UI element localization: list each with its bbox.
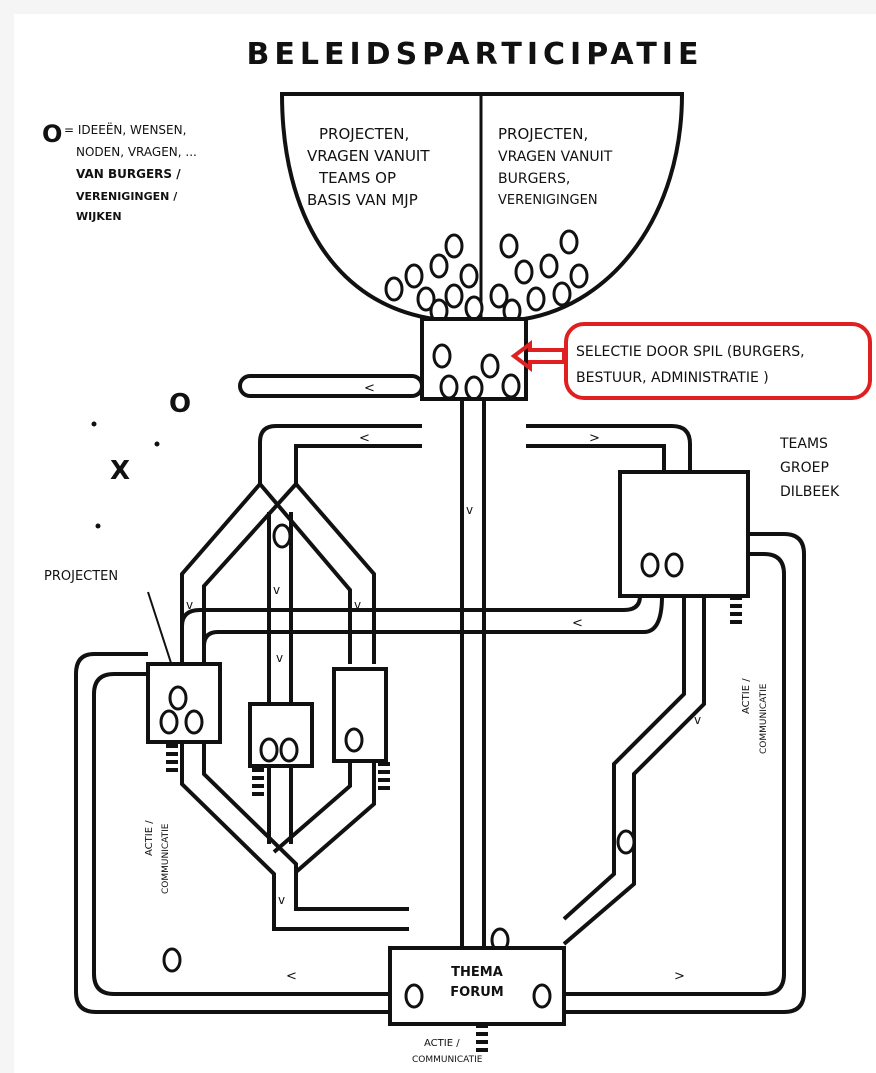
branch-arrow: <: [359, 431, 370, 446]
idea-egg-icon: [184, 709, 204, 735]
teams-label-line-3: DILBEEK: [780, 484, 840, 500]
funnel-right-text: PROJECTEN, VRAGEN VANUIT BURGERS, VERENI…: [498, 125, 613, 208]
idea-egg-icon: [432, 343, 452, 369]
idea-egg-icon: [439, 374, 459, 400]
funnel-right-line-4: VERENIGINGEN: [498, 193, 598, 208]
branch-pipes: [180, 424, 692, 931]
idea-egg-icon: [404, 263, 424, 289]
idea-egg-icon: [272, 523, 292, 549]
forum-actie-label-1: ACTIE /: [424, 1038, 460, 1049]
idea-egg-icon: [501, 373, 521, 399]
projects-actie-dashes: [166, 744, 390, 796]
funnel-left-line-3: TEAMS OP: [318, 169, 396, 187]
idea-egg-icon: [444, 233, 464, 259]
selection-note-frame: [564, 322, 872, 400]
thema-forum-line-2: FORUM: [450, 985, 503, 1000]
idea-egg-icon: [259, 737, 279, 763]
diagram-title: BELEIDSPARTICIPATIE: [247, 37, 704, 72]
idea-egg-icon: [569, 263, 589, 289]
idea-egg-icon: [532, 983, 552, 1009]
funnel-left-line-1: PROJECTEN,: [319, 125, 409, 143]
idea-egg-icon: [459, 263, 479, 289]
teams-label-line-1: TEAMS: [779, 436, 828, 452]
discard-arrow: <: [364, 381, 375, 396]
legend-line-3: VAN BURGERS /: [76, 167, 181, 181]
idea-egg-icon: [464, 375, 484, 401]
idea-egg-icon: [162, 947, 182, 973]
branch-arrow: v: [276, 651, 283, 665]
teams-actie-label-1: ACTIE /: [741, 678, 752, 714]
stray-dot: [91, 421, 97, 427]
projects-actie-label-2: COMMUNICATIE: [161, 823, 171, 894]
thema-forum-line-1: THEMA: [451, 965, 503, 980]
outer-loop-right: [562, 532, 806, 1014]
funnel-right-line-2: VRAGEN VANUIT: [498, 149, 613, 165]
central-pipe: [460, 397, 486, 961]
idea-egg-icon: [539, 253, 559, 279]
selection-note-line-2: BESTUUR, ADMINISTRATIE ): [576, 370, 769, 386]
idea-egg-icon: [444, 283, 464, 309]
stray-dot: [154, 441, 160, 447]
idea-egg-icon: [514, 259, 534, 285]
branch-arrow: >: [589, 431, 600, 446]
funnel-left-line-2: VRAGEN VANUIT: [307, 147, 430, 165]
idea-egg-icon: [384, 276, 404, 302]
funnel-right-line-1: PROJECTEN,: [498, 125, 588, 143]
teams-actie-dashes: [730, 596, 742, 624]
branch-arrow: v: [278, 893, 285, 907]
idea-egg-icon: [404, 983, 424, 1009]
idea-egg-icon: [499, 233, 519, 259]
teams-box: [618, 470, 750, 598]
idea-egg-icon: [616, 829, 636, 855]
funnel-left-line-4: BASIS VAN MJP: [307, 191, 418, 209]
stray-mark-x: X: [110, 456, 130, 486]
idea-egg-icon: [640, 552, 660, 578]
legend-line-2: NODEN, VRAGEN, ...: [76, 145, 197, 159]
projects-actie-label-1: ACTIE /: [144, 820, 155, 856]
central-arrow: v: [466, 503, 473, 517]
connector-arrow: <: [572, 616, 583, 631]
stray-mark-o: O: [169, 389, 191, 419]
diagram-svg: BELEIDSPARTICIPATIE O = IDEEËN, WENSEN, …: [42, 37, 872, 1065]
discard-pipe: [238, 374, 424, 398]
funnel-right-line-3: BURGERS,: [498, 171, 570, 187]
legend-line-1: = IDEEËN, WENSEN,: [64, 122, 186, 137]
loop-arrow: <: [286, 969, 297, 984]
projects-label: PROJECTEN: [44, 569, 118, 584]
branch-arrow: v: [354, 598, 361, 612]
legend-symbol: O: [42, 120, 62, 148]
idea-egg-icon: [664, 552, 684, 578]
idea-egg-icon: [464, 295, 484, 321]
teams-actie-label-2: COMMUNICATIE: [759, 683, 769, 754]
idea-egg-icon: [526, 286, 546, 312]
idea-egg-icon: [480, 353, 500, 379]
legend-line-5: WIJKEN: [76, 210, 122, 223]
idea-egg-icon: [552, 281, 572, 307]
loop-arrow: v: [694, 713, 701, 727]
thema-forum-box: [388, 946, 566, 1026]
teams-connector: [180, 595, 664, 664]
loop-arrow: >: [674, 969, 685, 984]
idea-egg-icon: [159, 709, 179, 735]
branch-arrow: v: [186, 598, 193, 612]
funnel-left-text: PROJECTEN, VRAGEN VANUIT TEAMS OP BASIS …: [307, 125, 430, 209]
idea-egg-icon: [344, 727, 364, 753]
idea-egg-icon: [279, 737, 299, 763]
stray-dot: [95, 523, 101, 529]
legend-line-4: VERENIGINGEN /: [76, 190, 178, 203]
diagram-canvas: BELEIDSPARTICIPATIE O = IDEEËN, WENSEN, …: [14, 14, 876, 1073]
branch-arrow: v: [273, 583, 280, 597]
legend: O = IDEEËN, WENSEN, NODEN, VRAGEN, ... V…: [42, 120, 197, 223]
outer-loop-left: [74, 652, 409, 1014]
forum-actie-dashes: [476, 1024, 488, 1052]
idea-egg-icon: [168, 685, 188, 711]
idea-egg-icon: [429, 253, 449, 279]
teams-label-line-2: GROEP: [780, 460, 829, 476]
projects-pointer: [147, 591, 173, 667]
selection-note-line-1: SELECTIE DOOR SPIL (BURGERS,: [576, 344, 805, 360]
idea-egg-icon: [559, 229, 579, 255]
forum-actie-label-2: COMMUNICATIE: [412, 1055, 483, 1065]
